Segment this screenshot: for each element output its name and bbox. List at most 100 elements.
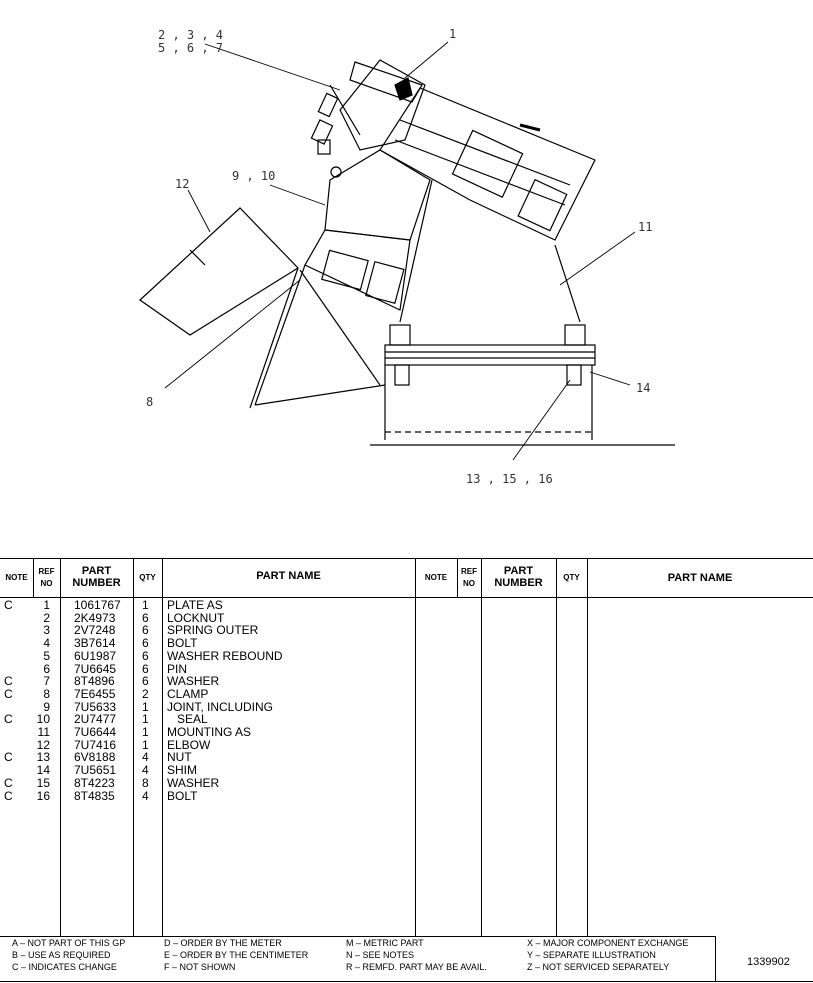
row-part-number: 6V8188 <box>74 750 116 765</box>
spring-bolt-stack <box>310 84 361 178</box>
row-part-name: SPRING OUTER <box>167 623 259 638</box>
callout-11: 11 <box>638 220 652 234</box>
illustration-number: 1339902 <box>747 956 790 968</box>
callout-8: 8 <box>146 395 153 409</box>
row-part-name: JOINT, INCLUDING <box>167 699 274 714</box>
callout-5-6-7: 5 , 6 , 7 <box>158 41 223 55</box>
header-bottom-rule <box>0 597 813 598</box>
row-part-name: NUT <box>167 750 192 765</box>
row-note: C <box>4 598 13 612</box>
row-part-number: 2U7477 <box>74 712 117 727</box>
row-qty: 1 <box>142 699 149 714</box>
exploded-view-diagram: 2 , 3 , 4 5 , 6 , 7 1 9 , 10 12 11 8 14 … <box>139 27 675 486</box>
legend-col-1: A – NOT PART OF THIS GP B – USE AS REQUI… <box>12 938 126 972</box>
header-part-name-right: PART NAME <box>667 572 733 584</box>
row-note: C <box>4 775 13 790</box>
row-part-name: BOLT <box>167 788 198 803</box>
elbow-part <box>139 207 299 336</box>
row-part-number: 7U6645 <box>74 661 117 676</box>
legend-col-3: M – METRIC PART N – SEE NOTES R – REMFD.… <box>346 938 487 972</box>
row-qty: 4 <box>142 750 149 765</box>
mounting-base <box>370 179 675 446</box>
table-row: 5 6U1987 6 WASHER REBOUND <box>0 650 420 663</box>
row-part-number: 7U5651 <box>74 763 117 778</box>
callout-14: 14 <box>636 381 650 395</box>
row-ref-no: 14 <box>36 763 50 778</box>
row-part-name: WASHER REBOUND <box>167 648 283 663</box>
legend-col-4: X – MAJOR COMPONENT EXCHANGE Y – SEPARAT… <box>527 938 689 972</box>
row-ref-no: 15 <box>36 775 50 790</box>
row-note: C <box>4 712 13 727</box>
row-part-name: SHIM <box>167 763 197 778</box>
row-part-name: WASHER <box>167 775 220 790</box>
row-part-name: PIN <box>167 661 188 676</box>
callout-1: 1 <box>449 27 456 41</box>
row-ref-no: 1 <box>43 598 50 612</box>
row-part-name: CLAMP <box>167 686 209 701</box>
row-qty: 6 <box>142 661 149 676</box>
row-part-number: 2K4973 <box>74 610 116 625</box>
row-qty: 6 <box>142 610 149 625</box>
header-qty-right: QTY <box>563 573 580 582</box>
clamp-leaders <box>249 264 386 409</box>
row-part-name: PLATE AS <box>167 598 223 612</box>
joint-body <box>304 149 431 311</box>
row-part-number: 7U7416 <box>74 737 117 752</box>
row-ref-no: 3 <box>43 623 50 638</box>
row-part-number: 6U1987 <box>74 648 117 663</box>
row-qty: 1 <box>142 598 149 612</box>
row-part-name: WASHER <box>167 674 220 689</box>
row-part-name: BOLT <box>167 636 198 651</box>
row-ref-no: 4 <box>43 636 50 651</box>
row-qty: 6 <box>142 636 149 651</box>
row-part-name: ELBOW <box>167 737 211 752</box>
table-row: C 10 2U7477 1 SEAL <box>0 713 420 726</box>
row-ref-no: 10 <box>36 712 50 727</box>
legend-col-2: D – ORDER BY THE METER E – ORDER BY THE … <box>164 938 309 972</box>
row-part-number: 8T4835 <box>74 788 115 803</box>
row-qty: 6 <box>142 623 149 638</box>
row-qty: 6 <box>142 648 149 663</box>
row-ref-no: 7 <box>43 674 50 689</box>
row-ref-no: 5 <box>43 648 50 663</box>
header-qty: QTY <box>139 573 156 582</box>
table-top-rule <box>0 558 813 559</box>
table-row: 3 2V7248 6 SPRING OUTER <box>0 624 420 637</box>
row-qty: 1 <box>142 712 149 727</box>
header-note-right: NOTE <box>424 573 448 582</box>
plate-assembly <box>339 59 596 241</box>
row-qty: 1 <box>142 725 149 739</box>
legend-top-rule <box>0 936 715 937</box>
callout-2-3-4: 2 , 3 , 4 <box>158 28 223 42</box>
row-qty: 8 <box>142 775 149 790</box>
row-ref-no: 11 <box>37 725 50 739</box>
leader-lines <box>164 41 636 461</box>
row-part-number: 1061767 <box>74 598 121 612</box>
row-part-number: 2V7248 <box>74 623 116 638</box>
table-row: C 1 1061767 1 PLATE AS <box>0 599 420 612</box>
row-qty: 6 <box>142 674 149 689</box>
row-part-name: SEAL <box>167 712 208 727</box>
row-part-number: 7E6455 <box>74 686 116 701</box>
row-note: C <box>4 686 13 701</box>
row-ref-no: 12 <box>36 737 50 752</box>
row-qty: 2 <box>142 686 149 701</box>
row-qty: 4 <box>142 788 149 803</box>
table-bottom-rule <box>0 981 813 982</box>
